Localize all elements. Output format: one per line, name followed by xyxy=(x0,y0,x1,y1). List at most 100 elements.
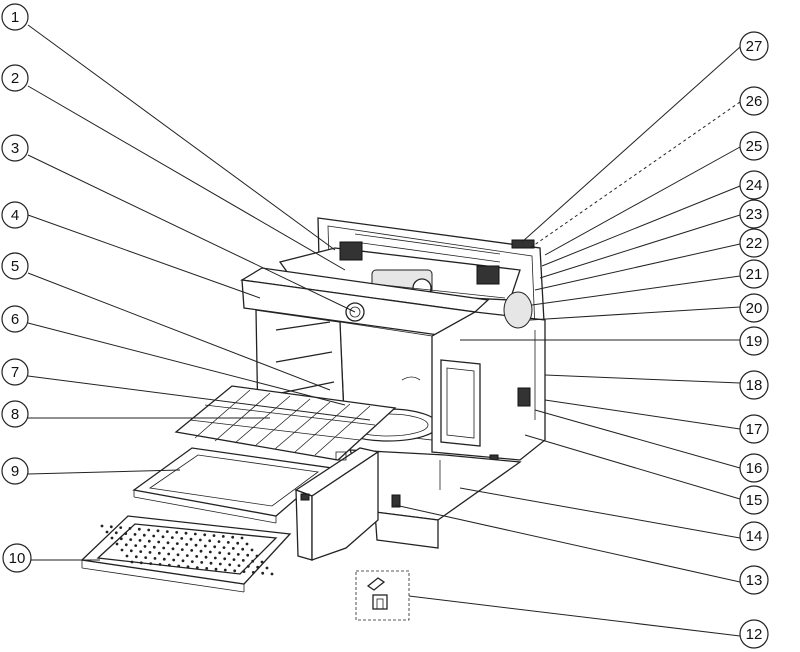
svg-text:21: 21 xyxy=(746,266,763,283)
perforation-dot xyxy=(250,548,254,552)
perforation-dot xyxy=(205,567,209,570)
perforation-dot xyxy=(152,534,156,538)
small-parts-box xyxy=(355,570,410,621)
water-tank xyxy=(294,447,380,561)
perforation-dot xyxy=(162,546,166,550)
baking-pan xyxy=(80,515,292,593)
perforation-dot xyxy=(237,564,241,567)
callout-26: 26 xyxy=(739,86,769,116)
perforation-dot xyxy=(157,551,161,555)
perforation-dot xyxy=(251,559,255,563)
perforation-dot xyxy=(200,561,204,564)
perforation-dot xyxy=(167,552,171,556)
perforation-dot xyxy=(176,553,180,557)
perforation-dot xyxy=(162,557,166,561)
callout-10: 10 xyxy=(2,543,32,573)
svg-text:2: 2 xyxy=(11,70,19,87)
callout-19: 19 xyxy=(739,326,769,356)
perforation-dot xyxy=(115,542,119,546)
perforation-dot xyxy=(256,565,260,569)
perforation-dot xyxy=(124,532,128,535)
callout-22: 22 xyxy=(739,228,769,258)
perforation-dot xyxy=(189,537,193,541)
perforation-dot xyxy=(208,550,212,554)
perforation-dot xyxy=(198,538,202,542)
perforation-dot xyxy=(142,533,146,537)
svg-text:17: 17 xyxy=(746,421,763,438)
perforation-dot xyxy=(222,546,226,549)
svg-text:18: 18 xyxy=(746,377,763,394)
perforation-dot xyxy=(185,543,189,546)
perforation-dot xyxy=(158,563,162,566)
perforation-dot xyxy=(236,553,240,556)
callout-8: 8 xyxy=(1,400,29,428)
perforation-dot xyxy=(124,543,128,547)
perforation-dot xyxy=(240,536,244,540)
perforation-dot xyxy=(129,549,133,553)
perforation-dot xyxy=(246,565,250,568)
svg-text:4: 4 xyxy=(11,207,19,224)
perforation-dot xyxy=(194,543,198,547)
perforation-dot xyxy=(157,540,161,544)
perforation-dot xyxy=(134,544,138,547)
callout-27: 27 xyxy=(739,31,769,61)
perforation-dot xyxy=(190,560,194,563)
svg-text:25: 25 xyxy=(746,138,763,155)
perforation-dot xyxy=(114,531,118,535)
svg-text:13: 13 xyxy=(746,572,763,589)
perforation-dot xyxy=(161,535,165,539)
perforation-dot xyxy=(125,554,129,558)
perforation-dot xyxy=(195,566,199,569)
svg-text:6: 6 xyxy=(11,311,19,328)
svg-text:14: 14 xyxy=(746,528,763,545)
perforation-dot xyxy=(133,533,137,536)
perforation-dot xyxy=(128,527,132,530)
svg-text:5: 5 xyxy=(11,258,19,275)
svg-text:12: 12 xyxy=(746,626,763,643)
perforation-dot xyxy=(199,549,203,553)
svg-text:10: 10 xyxy=(9,550,26,567)
svg-text:3: 3 xyxy=(11,140,19,157)
perforation-dot xyxy=(227,552,231,555)
perforation-dot xyxy=(204,555,208,559)
callout-24: 24 xyxy=(739,170,769,200)
svg-text:19: 19 xyxy=(746,333,763,350)
svg-text:23: 23 xyxy=(746,206,763,223)
perforation-dot xyxy=(265,566,269,570)
perforation-dot xyxy=(214,567,218,571)
perforation-dot xyxy=(242,570,246,573)
perforation-dot xyxy=(105,530,109,534)
perforation-dot xyxy=(246,553,250,557)
perforation-dot xyxy=(255,554,259,558)
perforation-dot xyxy=(137,527,141,531)
svg-text:1: 1 xyxy=(11,9,19,26)
perforation-dot xyxy=(241,547,245,551)
perforation-dot xyxy=(144,556,148,559)
callout-20: 20 xyxy=(739,293,769,323)
perforation-dot xyxy=(251,571,255,574)
perforation-dot xyxy=(218,562,222,566)
perforation-dot xyxy=(208,539,212,543)
perforation-dot xyxy=(143,545,147,548)
callout-2: 2 xyxy=(1,64,29,92)
perforation-dot xyxy=(134,555,138,559)
callout-12: 12 xyxy=(739,619,769,649)
perforation-dot xyxy=(138,539,142,542)
perforation-dot xyxy=(260,560,264,564)
leader-lines xyxy=(27,24,741,637)
perforation-dot xyxy=(223,557,227,561)
perforation-dot xyxy=(185,554,189,557)
perforation-dot xyxy=(139,561,143,565)
perforation-dot xyxy=(184,531,188,535)
svg-text:15: 15 xyxy=(746,492,763,509)
perforation-dot xyxy=(223,568,227,572)
callout-25: 25 xyxy=(739,131,769,161)
perforation-dot xyxy=(156,529,160,533)
perforation-dot xyxy=(212,534,216,537)
perforation-dot xyxy=(119,526,123,529)
callout-17: 17 xyxy=(739,414,769,444)
callout-13: 13 xyxy=(739,565,769,595)
perforation-dot xyxy=(167,563,171,567)
right-body xyxy=(431,239,546,466)
callout-18: 18 xyxy=(739,370,769,400)
